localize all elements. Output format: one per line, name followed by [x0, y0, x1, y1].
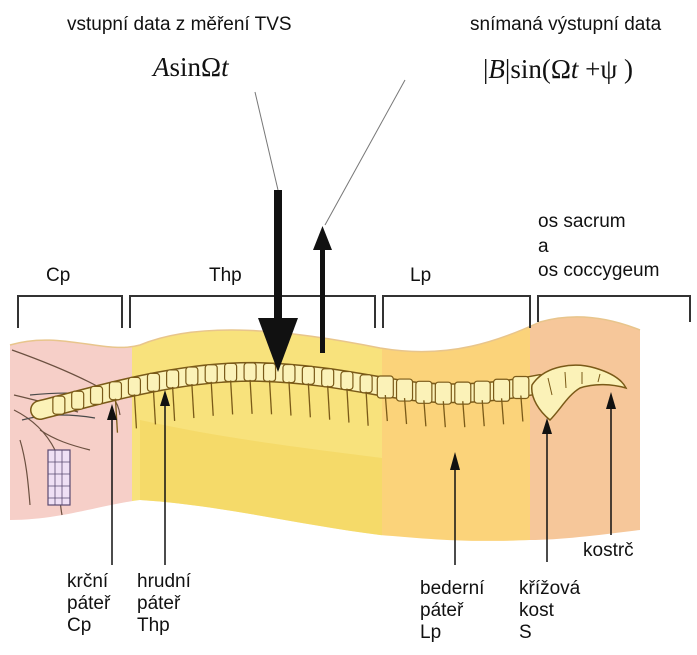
- lumbar-line-2: páteř: [420, 600, 484, 622]
- input-sin: sin: [170, 52, 202, 82]
- sacral-line-2: kost: [519, 600, 580, 622]
- output-pointer-line: [325, 80, 405, 225]
- lumbar-line-1: bederní: [420, 578, 484, 600]
- cervical-line-2: páteř: [67, 593, 110, 615]
- vertebra: [377, 376, 393, 398]
- vertebra: [128, 377, 140, 395]
- sacral-line-1: křížová: [519, 578, 580, 600]
- vertebra: [494, 379, 510, 401]
- output-close: ): [617, 54, 633, 84]
- lumbar-zone: [382, 300, 530, 560]
- thoracic-line-3: Thp: [137, 615, 191, 637]
- input-amplitude: A: [153, 52, 170, 82]
- vertebra: [360, 375, 372, 393]
- output-data-label: snímaná výstupní data: [470, 14, 661, 36]
- vertebra: [341, 372, 353, 390]
- sacrum-line-2: a: [538, 235, 659, 260]
- output-plus: +: [578, 54, 600, 84]
- region-label-lp: Lp: [410, 265, 431, 287]
- thoracic-spine-label: hrudní páteř Thp: [137, 571, 191, 637]
- input-formula: AsinΩt: [153, 52, 229, 83]
- vertebra: [244, 363, 256, 381]
- vertebra: [205, 365, 217, 383]
- vertebra: [91, 386, 103, 404]
- region-label-cp: Cp: [46, 265, 70, 287]
- cervical-spine-label: krční páteř Cp: [67, 571, 110, 637]
- cervical-line-3: Cp: [67, 615, 110, 637]
- vertebra: [147, 373, 159, 391]
- sacral-line-3: S: [519, 622, 580, 644]
- output-omega: Ω: [551, 54, 571, 84]
- vertebra: [435, 382, 451, 404]
- lumbar-line-3: Lp: [420, 622, 484, 644]
- vertebra: [455, 382, 471, 404]
- thoracic-line-1: hrudní: [137, 571, 191, 593]
- input-data-label: vstupní data z měření TVS: [67, 14, 292, 36]
- vertebra: [474, 381, 490, 403]
- vertebra: [513, 377, 529, 399]
- output-sin: sin(: [510, 54, 551, 84]
- output-psi: ψ: [600, 54, 617, 84]
- cervical-line-1: krční: [67, 571, 110, 593]
- vertebra: [186, 367, 198, 385]
- vertebra: [397, 379, 413, 401]
- input-time: t: [221, 52, 229, 82]
- vertebra: [72, 391, 84, 409]
- bracket-lp: [383, 296, 530, 328]
- output-formula: |B|sin(Ωt +ψ ): [483, 54, 633, 85]
- vertebra: [109, 382, 121, 400]
- vertebra: [167, 370, 179, 388]
- region-label-sacrum: os sacrum a os coccygeum: [538, 210, 659, 284]
- vertebra: [322, 369, 334, 387]
- bracket-cp: [18, 296, 122, 328]
- vertebra: [283, 365, 295, 383]
- sacrum-line-1: os sacrum: [538, 210, 659, 235]
- sacral-bone-label: křížová kost S: [519, 578, 580, 644]
- output-arrow: [313, 226, 332, 353]
- vertebra: [302, 366, 314, 384]
- vertebra: [225, 363, 237, 381]
- lumbar-spine-label: bederní páteř Lp: [420, 578, 484, 644]
- region-label-thp: Thp: [209, 265, 242, 287]
- thoracic-line-2: páteř: [137, 593, 191, 615]
- coccyx-label: kostrč: [583, 540, 634, 562]
- vertebra: [53, 396, 65, 414]
- output-amplitude: B: [488, 54, 505, 84]
- input-omega: Ω: [201, 52, 221, 82]
- bracket-thp: [130, 296, 375, 328]
- sacrum-line-3: os coccygeum: [538, 259, 659, 284]
- vertebra: [416, 381, 432, 403]
- input-pointer-line: [255, 92, 278, 190]
- vertebra: [264, 363, 276, 381]
